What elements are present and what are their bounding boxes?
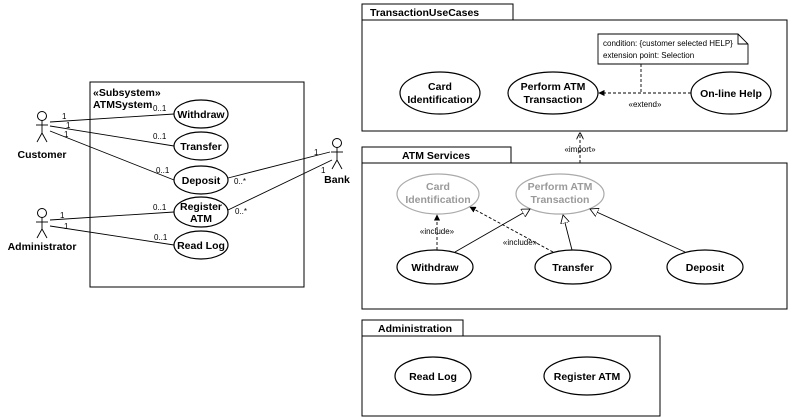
- uc-perform-atm-label-1: Perform ATM: [521, 81, 586, 93]
- associations: [49, 113, 333, 246]
- actor-administrator-label: Administrator: [8, 241, 77, 253]
- actor-customer-icon: [36, 111, 48, 143]
- uc-online-help[interactable]: On-line Help: [690, 71, 772, 115]
- uc-perform-atm-imported-label-1: Perform ATM: [528, 181, 593, 193]
- actor-bank-icon: [331, 138, 343, 170]
- generalization-withdraw: [454, 209, 530, 253]
- actor-bank[interactable]: Bank: [324, 138, 350, 187]
- uc-register-atm-admin-label: Register ATM: [554, 371, 621, 383]
- mult-admin-register-actor: 1: [60, 211, 65, 220]
- include-label-2: «include»: [503, 238, 538, 247]
- assoc-admin-register: [49, 211, 175, 221]
- uc-register-atm-label-1: Register: [180, 201, 222, 213]
- uc-transfer-label: Transfer: [180, 141, 221, 153]
- atm-subsystem: «Subsystem» ATMSystem Withdraw Transfer …: [89, 81, 305, 288]
- uc-read-log[interactable]: Read Log: [173, 230, 229, 260]
- include-transfer-card: [469, 206, 554, 253]
- uc-deposit[interactable]: Deposit: [173, 165, 229, 195]
- mult-admin-register-uc: 0..1: [153, 203, 167, 212]
- uc-withdraw-label: Withdraw: [177, 109, 225, 121]
- uc-deposit-service-label: Deposit: [686, 262, 725, 274]
- package-title: ATM Services: [402, 150, 470, 162]
- multiplicities: 1 0..1 1 0..1 1 0..1 1 0..1 1 0..1 1 0..…: [60, 104, 326, 242]
- extend-label: «extend»: [629, 100, 662, 109]
- mult-bank-register-uc: 0..*: [235, 207, 247, 216]
- generalization-transfer: [563, 215, 573, 251]
- assoc-bank-register: [227, 159, 333, 211]
- note-condition: condition: {customer selected HELP}: [603, 39, 733, 48]
- uc-withdraw[interactable]: Withdraw: [173, 99, 229, 129]
- generalization-deposit: [590, 209, 686, 253]
- assoc-customer-withdraw: [49, 113, 175, 123]
- actor-administrator[interactable]: Administrator: [8, 208, 77, 254]
- package-title: Administration: [378, 323, 452, 335]
- mult-admin-readlog-actor: 1: [64, 222, 69, 231]
- uc-perform-atm-imported[interactable]: Perform ATM Transaction: [515, 173, 605, 215]
- package-title: TransactionUseCases: [370, 7, 479, 19]
- assoc-customer-transfer: [49, 125, 175, 147]
- uc-card-identification-imported[interactable]: Card Identification: [396, 173, 480, 215]
- uc-read-log-admin[interactable]: Read Log: [394, 356, 472, 396]
- uc-card-identification-imported-label-1: Card: [426, 181, 450, 193]
- actor-customer[interactable]: Customer: [17, 111, 67, 162]
- package-atm-services: ATM Services Card Identification Perform…: [361, 146, 788, 310]
- uc-transfer[interactable]: Transfer: [173, 131, 229, 161]
- actor-administrator-icon: [36, 208, 48, 239]
- assoc-admin-readlog: [49, 225, 175, 246]
- mult-bank-deposit-bank: 1: [314, 148, 319, 157]
- uc-register-atm-label-2: ATM: [190, 213, 212, 225]
- subsystem-stereotype: «Subsystem»: [93, 87, 161, 99]
- mult-customer-deposit-actor: 1: [64, 130, 69, 139]
- include-label-1: «include»: [420, 227, 455, 236]
- uc-register-atm[interactable]: Register ATM: [173, 196, 229, 228]
- uc-withdraw-service-label: Withdraw: [411, 262, 459, 274]
- mult-bank-register-bank: 1: [321, 166, 326, 175]
- uc-read-log-label: Read Log: [177, 240, 225, 252]
- mult-customer-withdraw-uc: 0..1: [153, 104, 167, 113]
- package-administration: Administration Read Log Register ATM: [361, 319, 661, 417]
- actor-customer-label: Customer: [17, 149, 66, 161]
- mult-customer-withdraw-actor: 1: [62, 112, 67, 121]
- uc-transfer-service-label: Transfer: [552, 262, 593, 274]
- import-label: «import»: [564, 145, 596, 154]
- uc-deposit-label: Deposit: [182, 175, 221, 187]
- mult-customer-transfer-actor: 1: [66, 121, 71, 130]
- uc-register-atm-admin[interactable]: Register ATM: [543, 356, 631, 396]
- assoc-bank-deposit: [227, 151, 331, 179]
- uc-card-identification-label-1: Card: [428, 81, 452, 93]
- subsystem-name: ATMSystem: [93, 99, 152, 111]
- uc-online-help-label: On-line Help: [700, 88, 762, 100]
- mult-admin-readlog-uc: 0..1: [154, 233, 168, 242]
- assoc-customer-deposit: [49, 130, 175, 181]
- uc-perform-atm-label-2: Transaction: [524, 94, 583, 106]
- uc-perform-atm-imported-label-2: Transaction: [531, 194, 590, 206]
- mult-customer-deposit-uc: 0..1: [156, 166, 170, 175]
- mult-bank-deposit-uc: 0..*: [234, 177, 246, 186]
- package-transaction-use-cases: TransactionUseCases condition: {customer…: [361, 3, 788, 132]
- uc-withdraw-service[interactable]: Withdraw: [396, 249, 474, 285]
- uc-transfer-service[interactable]: Transfer: [534, 249, 612, 285]
- note-extension-point: extension point: Selection: [603, 51, 694, 60]
- uc-perform-atm-transaction[interactable]: Perform ATM Transaction: [507, 71, 599, 115]
- uc-card-identification-label-2: Identification: [407, 94, 472, 106]
- constraint-note: condition: {customer selected HELP} exte…: [597, 33, 749, 65]
- uc-read-log-admin-label: Read Log: [409, 371, 457, 383]
- mult-customer-transfer-uc: 0..1: [153, 132, 167, 141]
- uc-deposit-service[interactable]: Deposit: [666, 249, 744, 285]
- uc-card-identification-imported-label-2: Identification: [405, 194, 470, 206]
- uc-card-identification[interactable]: Card Identification: [399, 71, 481, 115]
- actor-bank-label: Bank: [324, 174, 350, 186]
